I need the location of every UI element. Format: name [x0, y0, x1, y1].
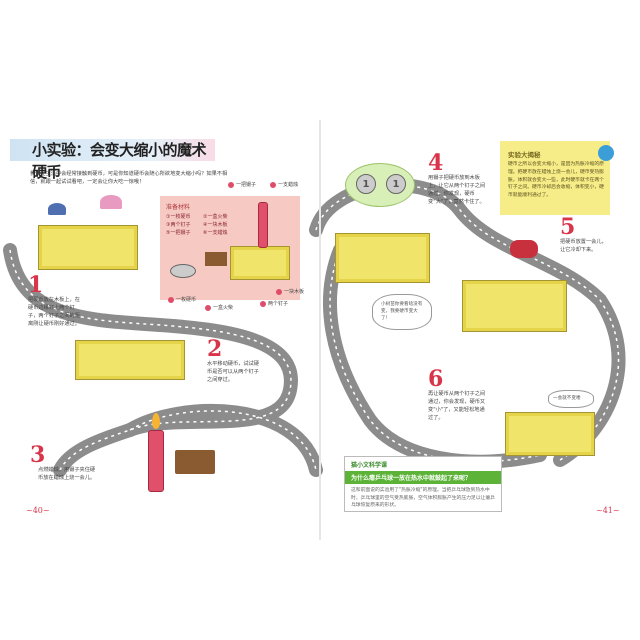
material-item: ⑥一支蜡烛 [203, 230, 228, 236]
candle-illustration [258, 202, 268, 248]
science-class-box: 猫小文科学课 为什么瘪乒乓球一放在热水中就鼓起了来呢？ 这和前面说的实验用了"热… [344, 456, 502, 512]
materials-list: ①一枚硬币 ②一盒火柴 ③两个钉子 ④一块木板 ⑤一把镊子 ⑥一支蜡烛 [160, 213, 240, 237]
step-number: 1 [28, 272, 44, 298]
flame-icon [152, 413, 160, 429]
coin-icon: 1 [356, 174, 376, 194]
science-class-answer: 这和前面说的实验用了"热胀冷缩"的原理。当把乒乓球放到热水中时，乒乓球里的空气受… [351, 488, 495, 508]
callout-candle: 一支蜡烛 [270, 181, 298, 188]
material-item: ⑤一把镊子 [166, 230, 191, 236]
intro-text: 我们在生活中会经常接触到硬币，可是你知道硬币会随心所欲地变大缩小吗？如果不相信，… [30, 171, 228, 185]
coin-icon: 1 [386, 174, 406, 194]
page-title: 小实验：会变大缩小的魔术硬币 [10, 139, 215, 181]
coin-illustration [170, 264, 196, 278]
material-item: ①一枚硬币 [166, 214, 191, 220]
step-number: 2 [207, 336, 223, 362]
callout-board: 一块木板 [276, 288, 304, 295]
materials-panel: 准备材料 ①一枚硬币 ②一盒火柴 ③两个钉子 ④一块木板 ⑤一把镊子 ⑥一支蜡烛 [160, 196, 300, 300]
science-class-heading: 猫小文科学课 [351, 462, 388, 469]
speech-bubble-2: 一会就不变喽 [548, 390, 594, 408]
step-number: 3 [30, 442, 46, 468]
callout-tweezers: 一把镊子 [228, 181, 256, 188]
callout-nails: 两个钉子 [260, 300, 288, 307]
step-text: 把硬币放在木板上，在硬币边缘钉上两个钉子，两个钉子之间的距离刚让硬币刚好通过。 [28, 297, 80, 327]
callout-coin: 一枚硬币 [168, 296, 196, 303]
step-number: 6 [428, 366, 444, 392]
explanation-box: 实验大揭秘 硬币之所以会变大缩小，是因为热胀冷缩的原理。把硬币放在蜡烛上烧一会儿… [500, 141, 614, 215]
step-text: 再让硬币从两个钉子之间通过，你会发现，硬币又变"小"了，又能轻松地通过了。 [428, 391, 486, 421]
step3-candle [148, 430, 164, 492]
material-item: ②一盒火柴 [203, 214, 228, 220]
kid-blue-cap [48, 203, 66, 215]
hairdryer-illustration [510, 240, 538, 258]
callout-matches: 一盒火柴 [205, 304, 233, 311]
step6-board-illustration [505, 412, 595, 456]
step-text: 水平移动硬币，试试硬币是否可以从两个钉子之间穿过。 [207, 361, 259, 383]
explanation-heading: 实验大揭秘 [508, 151, 541, 159]
material-item: ④一块木板 [203, 222, 228, 228]
step2-board-illustration [75, 340, 185, 380]
wood-board-illustration [230, 246, 290, 280]
step-text: 用镊子把硬币放到木板上，让它从两个钉子之间通过，你发现，硬币变"大"了，竟然卡住… [428, 175, 486, 205]
speech-bubble: 小树苗你要看啥没有变，我要硬币变大了！ [372, 294, 432, 330]
step-text: 把硬币放置一会儿，让它冷却下来。 [560, 239, 607, 253]
step-number: 4 [428, 150, 444, 176]
stool-illustration [175, 450, 215, 474]
step5-board-illustration [462, 280, 567, 332]
step1-board-illustration [38, 225, 138, 270]
science-class-question: 为什么瘪乒乓球一放在热水中就鼓起了来呢？ [345, 471, 501, 484]
explanation-text: 硬币之所以会变大缩小，是因为热胀冷缩的原理。把硬币放在蜡烛上烧一会儿，硬币受热膨… [508, 162, 604, 199]
step-text: 点燃蜡烛，用镊子夹住硬币放在蜡烛上烧一会儿。 [38, 467, 96, 481]
step-number: 5 [560, 214, 576, 240]
materials-heading: 准备材料 [166, 204, 191, 211]
page-number-left: ~40~ [26, 506, 50, 515]
material-item: ③两个钉子 [166, 222, 191, 228]
moon-icon [598, 145, 614, 161]
page-number-right: ~41~ [596, 506, 620, 515]
step4-board-illustration [335, 233, 430, 283]
matchbox-illustration [205, 252, 227, 266]
kid-pink-cap [100, 195, 122, 209]
